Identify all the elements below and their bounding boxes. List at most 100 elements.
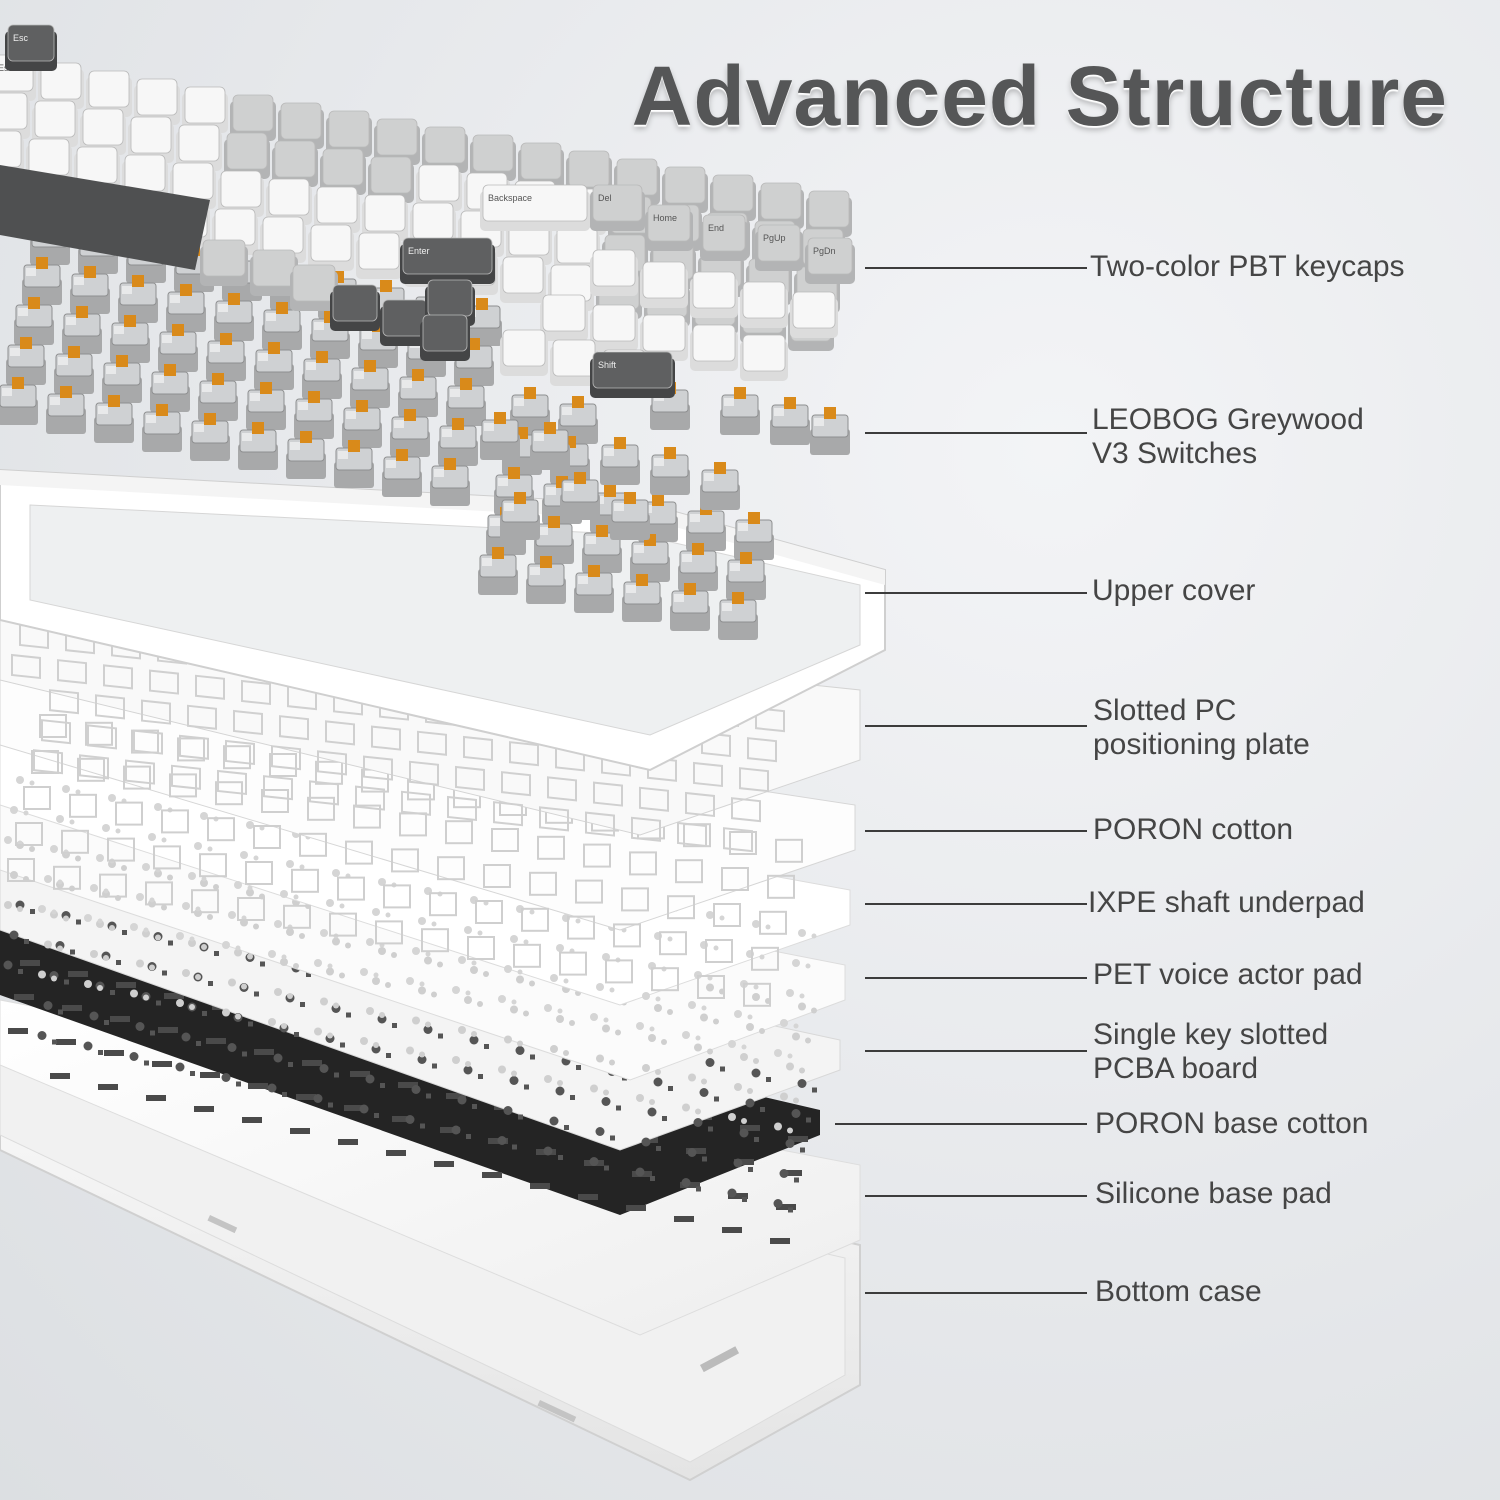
- keycap: PgDn: [805, 237, 855, 284]
- leader-line: [865, 267, 1087, 269]
- svg-text:Esc: Esc: [13, 33, 29, 43]
- keycap: [500, 256, 546, 303]
- keycap: [640, 314, 688, 361]
- keycap: [540, 294, 588, 341]
- switch: [350, 360, 390, 408]
- keycap: [176, 124, 222, 171]
- label-ixpe: IXPE shaft underpad: [1088, 886, 1365, 919]
- keycap: [416, 164, 462, 211]
- svg-text:Del: Del: [598, 193, 612, 203]
- keycap: [518, 142, 564, 189]
- keycap: Enter: [400, 237, 495, 284]
- keycap: [314, 186, 360, 233]
- keycap: [32, 100, 78, 147]
- keycap: [200, 239, 248, 286]
- keycap: [470, 134, 516, 181]
- switch: [560, 472, 600, 520]
- keycap: [250, 249, 298, 296]
- keycap: [690, 271, 738, 318]
- label-keycaps: Two-color PBT keycaps: [1090, 250, 1405, 283]
- switch: [480, 412, 520, 460]
- keycap: [374, 118, 420, 165]
- switch: [530, 422, 570, 470]
- keycap: End: [700, 214, 748, 261]
- keycap: [362, 194, 408, 241]
- keycap: Shift: [590, 351, 675, 398]
- label-poron-cotton: PORON cotton: [1093, 813, 1294, 846]
- keycap: [662, 166, 708, 213]
- switch: [500, 492, 540, 540]
- keycap: [38, 62, 84, 109]
- keycap: [308, 224, 354, 271]
- switch: [102, 355, 142, 403]
- keycap: [740, 281, 788, 328]
- switch: [770, 397, 810, 445]
- keycap: [134, 78, 180, 125]
- switch: [810, 407, 850, 455]
- keycap: [422, 126, 468, 173]
- leader-line: [865, 1292, 1087, 1294]
- keycap: [278, 102, 324, 149]
- label-bottom-case: Bottom case: [1095, 1275, 1262, 1308]
- switch: [478, 547, 518, 595]
- switch: [670, 583, 710, 631]
- keycap: [590, 249, 638, 296]
- label-upper-cover: Upper cover: [1092, 574, 1256, 607]
- keycap: [0, 92, 30, 139]
- keycap: PgUp: [755, 224, 803, 271]
- switch: [686, 503, 726, 551]
- keycap: [356, 232, 402, 279]
- switch: [526, 556, 566, 604]
- switch: [600, 437, 640, 485]
- switch: [574, 565, 614, 613]
- keycap: Backspace: [480, 184, 590, 231]
- keycap: [806, 190, 852, 237]
- switch: [700, 462, 740, 510]
- keycap: [368, 156, 414, 203]
- keycap: Del: [590, 184, 645, 231]
- switch: [334, 440, 374, 488]
- keycap: [640, 261, 688, 308]
- leader-line: [865, 1050, 1087, 1052]
- svg-text:Backspace: Backspace: [488, 193, 532, 203]
- switch: [166, 284, 206, 332]
- keycap: [330, 284, 380, 331]
- switch: [720, 387, 760, 435]
- leader-line: [865, 725, 1087, 727]
- svg-text:Shift: Shift: [598, 360, 617, 370]
- switch: [650, 447, 690, 495]
- keycap: [420, 314, 470, 361]
- svg-text:Home: Home: [653, 213, 677, 223]
- keycap: [128, 116, 174, 163]
- switch: [430, 458, 470, 506]
- switch: [238, 422, 278, 470]
- keycap: [272, 140, 318, 187]
- label-pet: PET voice actor pad: [1093, 958, 1363, 991]
- keycap: Esc: [5, 24, 57, 71]
- leader-line: [865, 592, 1087, 594]
- switch: [610, 492, 650, 540]
- keycap: [740, 334, 788, 381]
- keycap: Home: [645, 204, 693, 251]
- keycap: [690, 324, 738, 371]
- keycap: [86, 70, 132, 117]
- keycap: [500, 329, 548, 376]
- switch: [158, 324, 198, 372]
- keycap: [550, 339, 598, 386]
- keycap: [790, 291, 838, 338]
- keycap: [710, 174, 756, 221]
- keycap: [230, 94, 276, 141]
- switch: [718, 592, 758, 640]
- switch: [630, 534, 670, 582]
- keycap: [326, 110, 372, 157]
- switch: [382, 449, 422, 497]
- svg-text:PgUp: PgUp: [763, 233, 786, 243]
- switch: [622, 574, 662, 622]
- keycap: [266, 178, 312, 225]
- leader-line: [865, 432, 1087, 434]
- switch: [46, 386, 86, 434]
- svg-text:Enter: Enter: [408, 246, 430, 256]
